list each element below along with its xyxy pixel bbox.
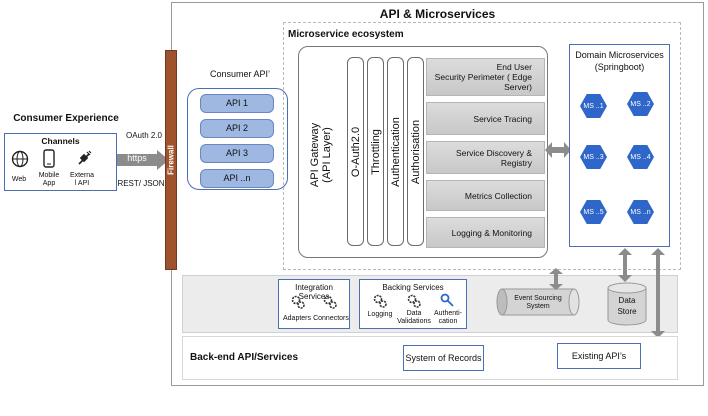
metrics-collection-bar: Metrics Collection xyxy=(426,180,545,211)
system-of-records-box: System of Records xyxy=(403,345,484,371)
channels-title: Channels xyxy=(41,136,80,146)
oauth-column: O-Auth2.0 xyxy=(347,57,364,246)
security-perimeter-bar: End User Security Perimeter ( Edge Serve… xyxy=(426,58,545,96)
adapters-icon xyxy=(291,295,305,309)
event-sourcing-label: Event Sourcing System xyxy=(514,295,562,310)
ms-hexagon: MS ..5 xyxy=(580,200,607,224)
api-item: API 1 xyxy=(200,94,274,113)
ms-hexagon: MS ..1 xyxy=(580,94,607,118)
ms-hexagon: MS ..3 xyxy=(580,145,607,169)
firewall-label: Firewall xyxy=(166,145,176,175)
data-store-cylinder xyxy=(607,282,647,326)
api-gateway-label: API Gateway (API Layer) xyxy=(309,122,333,188)
backend-title: Back-end API/Services xyxy=(190,352,299,363)
api-item: API 3 xyxy=(200,144,274,163)
channel-external-api-label: Externa l API xyxy=(69,172,95,187)
authentication-column: Authentication xyxy=(387,57,404,246)
https-label: https xyxy=(127,153,147,163)
api-item: API ..n xyxy=(200,169,274,188)
key-icon xyxy=(440,293,454,307)
microservice-ecosystem-box xyxy=(283,22,681,270)
connectors-label: Connectors xyxy=(313,315,349,322)
api-gateway-label-holder: API Gateway (API Layer) xyxy=(300,60,342,250)
authorisation-column: Authorisation xyxy=(407,57,424,246)
plug-icon xyxy=(78,150,92,165)
domain-datastore-arrow xyxy=(618,248,632,282)
connectors-icon xyxy=(323,295,337,309)
integration-title: Integration Services xyxy=(295,283,333,301)
consumer-api-title: Consumer API’ xyxy=(209,69,271,79)
oauth-column-label: O-Auth2.0 xyxy=(349,126,362,177)
existing-apis-box: Existing API’s xyxy=(557,343,641,369)
adapters-label: Adapters xyxy=(282,315,312,322)
discovery-domain-arrow xyxy=(545,142,571,158)
event-sourcing-cylinder xyxy=(496,288,580,316)
ms-hexagon: MS ..4 xyxy=(627,145,654,169)
https-arrow xyxy=(117,150,169,170)
ms-hexagon: MS ..n xyxy=(627,200,654,224)
backing-title: Backing Services xyxy=(382,283,444,292)
authorisation-column-label: Authorisation xyxy=(409,119,422,184)
throttling-column-label: Throttling xyxy=(369,128,382,175)
oauth-label: OAuth 2.0 xyxy=(125,131,163,140)
rest-json-label: REST/ JSON xyxy=(117,179,165,188)
logging-icon xyxy=(373,294,387,308)
authentication-column-label: Authentication xyxy=(389,116,402,187)
channels-box: Channels Web Mobile App Externa l API xyxy=(4,133,117,191)
throttling-column: Throttling xyxy=(367,57,384,246)
consumer-api-box xyxy=(187,88,288,190)
service-tracing-bar: Service Tracing xyxy=(426,102,545,135)
integration-services-box: Integration Services Adapters Connectors xyxy=(278,279,350,329)
ms-hexagon: MS ..2 xyxy=(627,92,654,116)
domain-backend-arrow xyxy=(651,248,665,338)
channel-web-label: Web xyxy=(11,176,27,183)
logging-label: Logging xyxy=(367,311,393,318)
consumer-experience-title: Consumer Experience xyxy=(13,113,119,124)
authentication-label: Authenti- cation xyxy=(433,310,463,325)
data-store-label: Data Store xyxy=(617,296,637,316)
data-validations-icon xyxy=(407,294,421,308)
channel-mobile-label: Mobile App xyxy=(38,172,60,187)
event-sourcing-arrow xyxy=(549,268,563,290)
domain-title: Domain Microservices (Springboot) xyxy=(575,50,664,72)
backing-services-box: Backing Services Logging Data Validation… xyxy=(359,279,467,329)
service-discovery-bar: Service Discovery & Registry xyxy=(426,141,545,174)
data-validations-label: Data Validations xyxy=(397,310,431,325)
globe-icon xyxy=(11,150,29,168)
mobile-phone-icon xyxy=(43,149,55,168)
main-title: API & Microservices xyxy=(379,7,496,21)
logging-monitoring-bar: Logging & Monitoring xyxy=(426,217,545,248)
api-item: API 2 xyxy=(200,119,274,138)
ecosystem-title: Microservice ecosystem xyxy=(288,29,404,40)
firewall-wall: Firewall xyxy=(165,50,177,270)
